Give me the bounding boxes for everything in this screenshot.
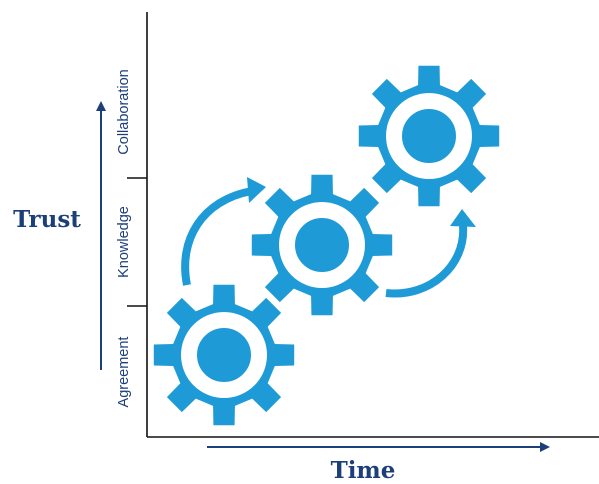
gear-body	[251, 174, 393, 316]
stage-label-agreement: Agreement	[116, 337, 132, 408]
gear-icon	[153, 284, 295, 426]
gear-body	[358, 65, 500, 207]
x-axis-label: Time	[331, 457, 396, 484]
curved-arrow-icon	[181, 177, 266, 286]
gear-icon	[251, 174, 393, 316]
y-axis-label: Trust	[13, 206, 81, 233]
gear-ring	[181, 312, 267, 398]
stage-label-collaboration: Collaboration	[116, 69, 132, 154]
curved-arrow-icon	[385, 209, 476, 298]
gear-ring	[386, 93, 472, 179]
gear-ring	[279, 202, 365, 288]
gear-body	[153, 284, 295, 426]
stage-label-knowledge: Knowledge	[116, 206, 132, 278]
gear-icon	[358, 65, 500, 207]
